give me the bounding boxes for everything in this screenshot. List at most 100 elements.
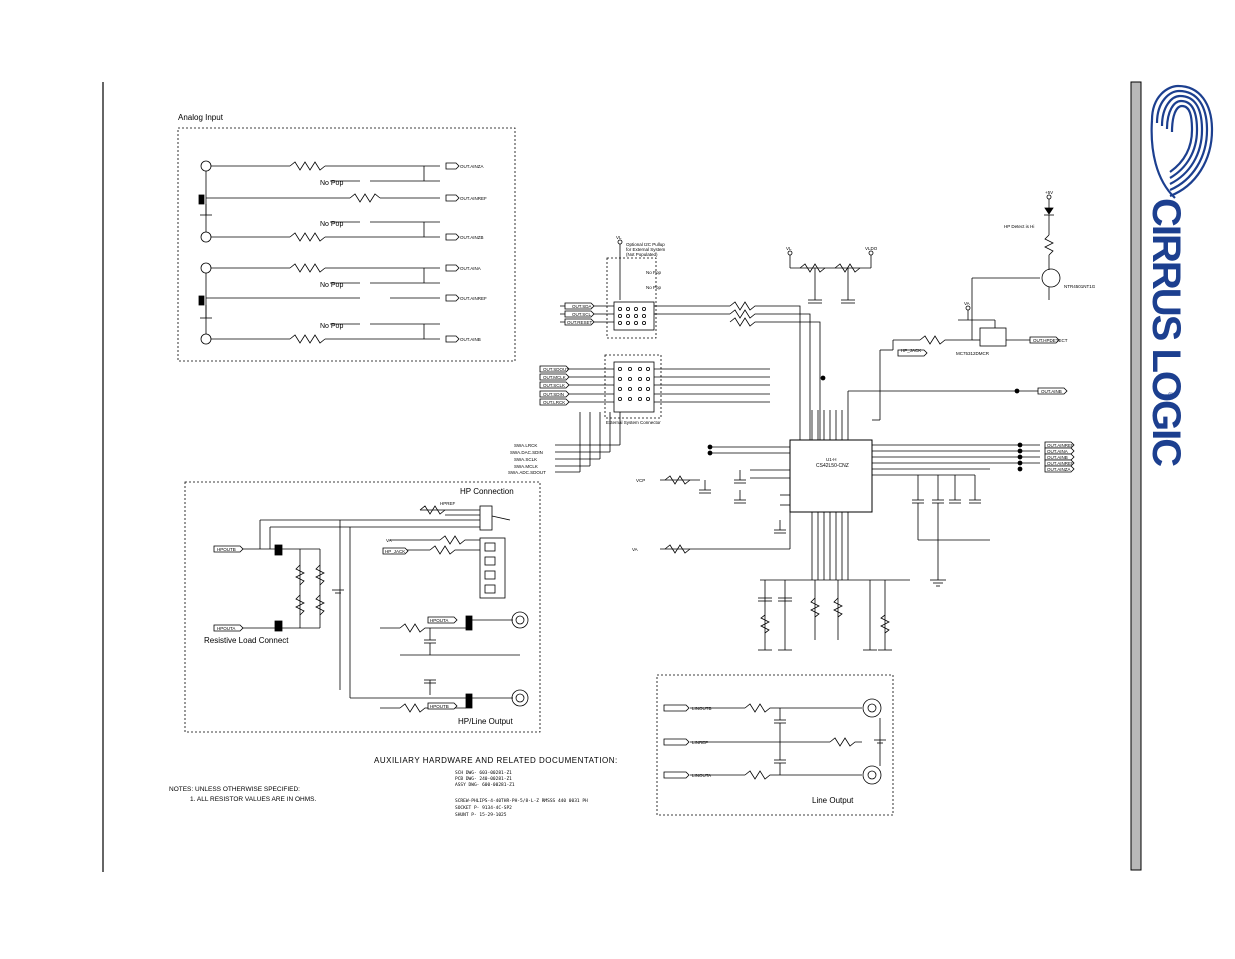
net-label: OUT.AINB (460, 337, 481, 342)
net-label: HPOUTA (430, 618, 449, 623)
net-label: SWA.DAC.SDIN (510, 450, 543, 455)
section-hp-line-output: HP/Line Output (458, 717, 513, 726)
aux-line: SOCKET P- 9134-4C-SP2 (455, 806, 512, 811)
i2c-header-pins (618, 306, 647, 325)
supply-label: +5V (1045, 190, 1054, 195)
transistor-label: NTR4501NT1G (1064, 284, 1096, 289)
no-pop-label: No Pop (320, 180, 344, 187)
i2c-pullup-box (606, 257, 657, 339)
chip-pins-top (811, 410, 849, 440)
section-analog-input: Analog Input (178, 113, 223, 122)
analog-input-box (177, 127, 516, 362)
i2c-pullup-note: (Not Populated) (626, 252, 658, 257)
net-label: SWA.SCLK (514, 457, 538, 462)
net-label: HPOUTB (430, 704, 449, 709)
supply-label: VL (786, 246, 792, 251)
net-label: SWA.ADC.SDOUT (508, 470, 546, 475)
net-label: OUT.SDA (572, 304, 592, 309)
ext-connector-label: External System Connector (606, 420, 661, 425)
no-pop-label: No Pop (320, 282, 344, 289)
aux-line: SCREW-PHLIPS-4-40THR-PH-5/8-L-Z RMSSS 44… (455, 799, 588, 804)
net-label: OUT.AINREF (460, 196, 487, 201)
bottom-test-area (758, 579, 910, 651)
pullup-resistors (729, 263, 861, 440)
chip-pins-right (872, 444, 1040, 476)
line-output-box (656, 674, 894, 816)
chip-ref: U1-H (826, 457, 837, 462)
chip-pins-bottom (811, 512, 849, 580)
left-caps (660, 470, 791, 554)
cirrus-logo-swirl (1150, 84, 1214, 199)
analog-input-offsheet (445, 162, 460, 343)
i2c-pullup-note: Optional I2C Pullup (626, 242, 665, 247)
net-label: HP_JACK (901, 348, 922, 353)
notes-item: 1. ALL RESISTOR VALUES ARE IN OHMS. (190, 796, 317, 803)
ground-symbols (332, 579, 946, 744)
aux-line: ASSY DWG- 600-00281-Z1 (455, 783, 515, 788)
aux-line: SHUNT P- 15-29-1025 (455, 813, 507, 818)
net-label: HP_JACK (385, 549, 406, 554)
net-label: HPREF (440, 501, 456, 506)
net-label: OUT.SCLK (543, 383, 566, 388)
supply-label: VA (964, 301, 970, 306)
net-label: LINREF (692, 740, 709, 745)
logo-text: CIRRUS LOGIC (1144, 198, 1188, 466)
aux-line: SCH DWG- 603-00281-Z1 (455, 771, 512, 776)
supply-label: VA (386, 538, 392, 543)
net-label: OUT.AINZA (1047, 467, 1071, 472)
aux-heading: AUXILIARY HARDWARE AND RELATED DOCUMENTA… (374, 756, 618, 765)
hp-connection-box (184, 481, 541, 733)
net-label: OUT.AINREF (1047, 443, 1074, 448)
net-label: OUT.SDOUT (543, 367, 570, 372)
net-label: OUT.SCL (572, 312, 592, 317)
net-label: OUT.AINZB (460, 235, 484, 240)
section-line-output: Line Output (812, 796, 854, 805)
title-strip (1130, 81, 1142, 871)
chip-name: CS42L50-CNZ (816, 463, 849, 469)
net-label: OUT.AINREF (1047, 461, 1074, 466)
notes-heading: NOTES: UNLESS OTHERWISE SPECIFIED: (169, 786, 300, 793)
net-label: OUT.RESET (567, 320, 593, 325)
net-label: OUT.AINZA (460, 164, 484, 169)
section-hp-connection: HP Connection (460, 487, 514, 496)
left-bus-offsheet (539, 302, 595, 406)
i2c-pullup-note: for External System (626, 247, 666, 252)
i2c-header (613, 301, 655, 331)
net-label: OUT.AINB (1041, 389, 1062, 394)
ext-system-header (613, 361, 655, 413)
net-label: SWA.LRCK (514, 443, 538, 448)
supply-label: VLDO (865, 246, 878, 251)
hp-detect-label: HP Detect is Hi (1004, 224, 1035, 229)
hp-detect-circuit (872, 207, 1061, 421)
aux-line: PCB DWG- 240-00281-Z1 (455, 777, 512, 782)
hp-offsheet (213, 545, 458, 710)
supply-symbols (617, 194, 1052, 320)
no-pop-label: No Pop (646, 285, 662, 290)
line-offsheet (663, 704, 690, 779)
net-label: HPOUTA (217, 626, 236, 631)
right-offsheet (1044, 441, 1075, 473)
no-pop-label: No Pop (320, 221, 344, 228)
line-wires (690, 698, 882, 785)
hp-wires (240, 505, 529, 713)
net-label: OUT.SDIN (543, 392, 565, 397)
jack-switch-ic (979, 327, 1007, 347)
net-label: OUT.AINA (460, 266, 481, 271)
net-label: OUT.LRCK (543, 400, 566, 405)
jack-switch-label: MC75312DMCR (956, 351, 990, 356)
ext-header-pins (618, 366, 651, 401)
right-caps (912, 475, 990, 580)
net-label: LINOUTB (692, 706, 712, 711)
chip-pins-left (710, 446, 790, 506)
cs42l50-chip (789, 439, 873, 513)
net-label: SWA.MCLK (514, 464, 538, 469)
no-pop-label: No Pop (646, 270, 662, 275)
net-label: OUT.MCLK (543, 375, 566, 380)
top-right-offsheet (897, 336, 1068, 395)
net-label: OUT.AINB (1047, 455, 1068, 460)
analog-input-wires (200, 161, 440, 344)
ext-system-box (604, 354, 662, 419)
supply-label: VL (616, 235, 622, 240)
